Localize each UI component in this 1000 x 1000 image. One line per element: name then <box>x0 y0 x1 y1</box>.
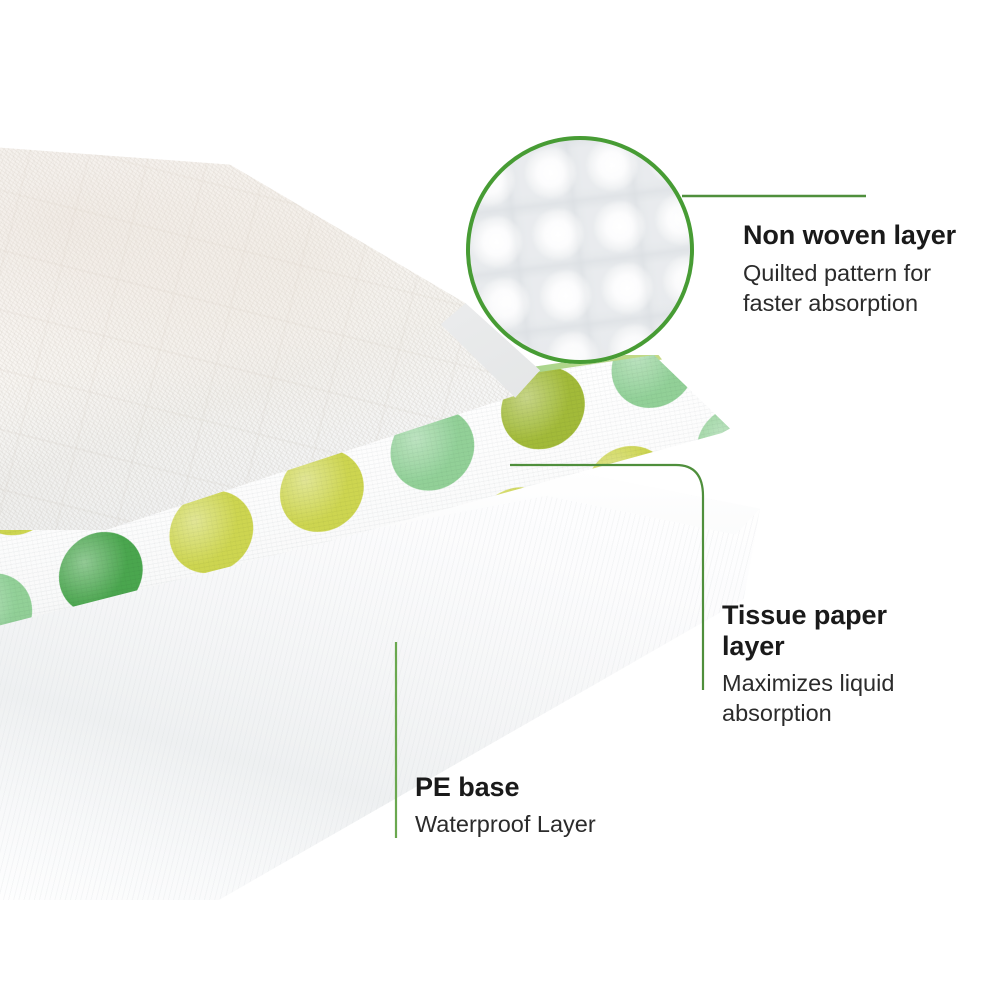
callout-pe-base-desc-line1: Waterproof Layer <box>415 810 596 837</box>
callout-pe-base-title: PE base <box>415 772 520 802</box>
callout-tissue-paper-title-line2: layer <box>722 630 785 661</box>
callout-tissue-paper-title-line1: Tissue paper <box>722 600 887 630</box>
zoom-circle-vignette <box>466 136 694 364</box>
tissue-dot <box>772 472 875 579</box>
callout-non-woven: Non woven layer Quilted pattern for fast… <box>743 220 991 318</box>
callout-pe-base: PE base Waterproof Layer <box>415 772 675 839</box>
callout-non-woven-desc-line2: faster absorption <box>743 289 919 316</box>
callout-non-woven-title: Non woven layer <box>743 220 957 250</box>
callout-non-woven-desc-line1: Quilted pattern for <box>743 259 932 286</box>
callout-tissue-paper: Tissue paper layer Maximizes liquid abso… <box>722 600 927 728</box>
callout-tissue-paper-desc-line1: Maximizes liquid <box>722 669 895 696</box>
tissue-dot <box>797 351 900 458</box>
callout-tissue-paper-desc-line2: absorption <box>722 699 832 726</box>
non-woven-zoom-circle <box>466 136 694 364</box>
